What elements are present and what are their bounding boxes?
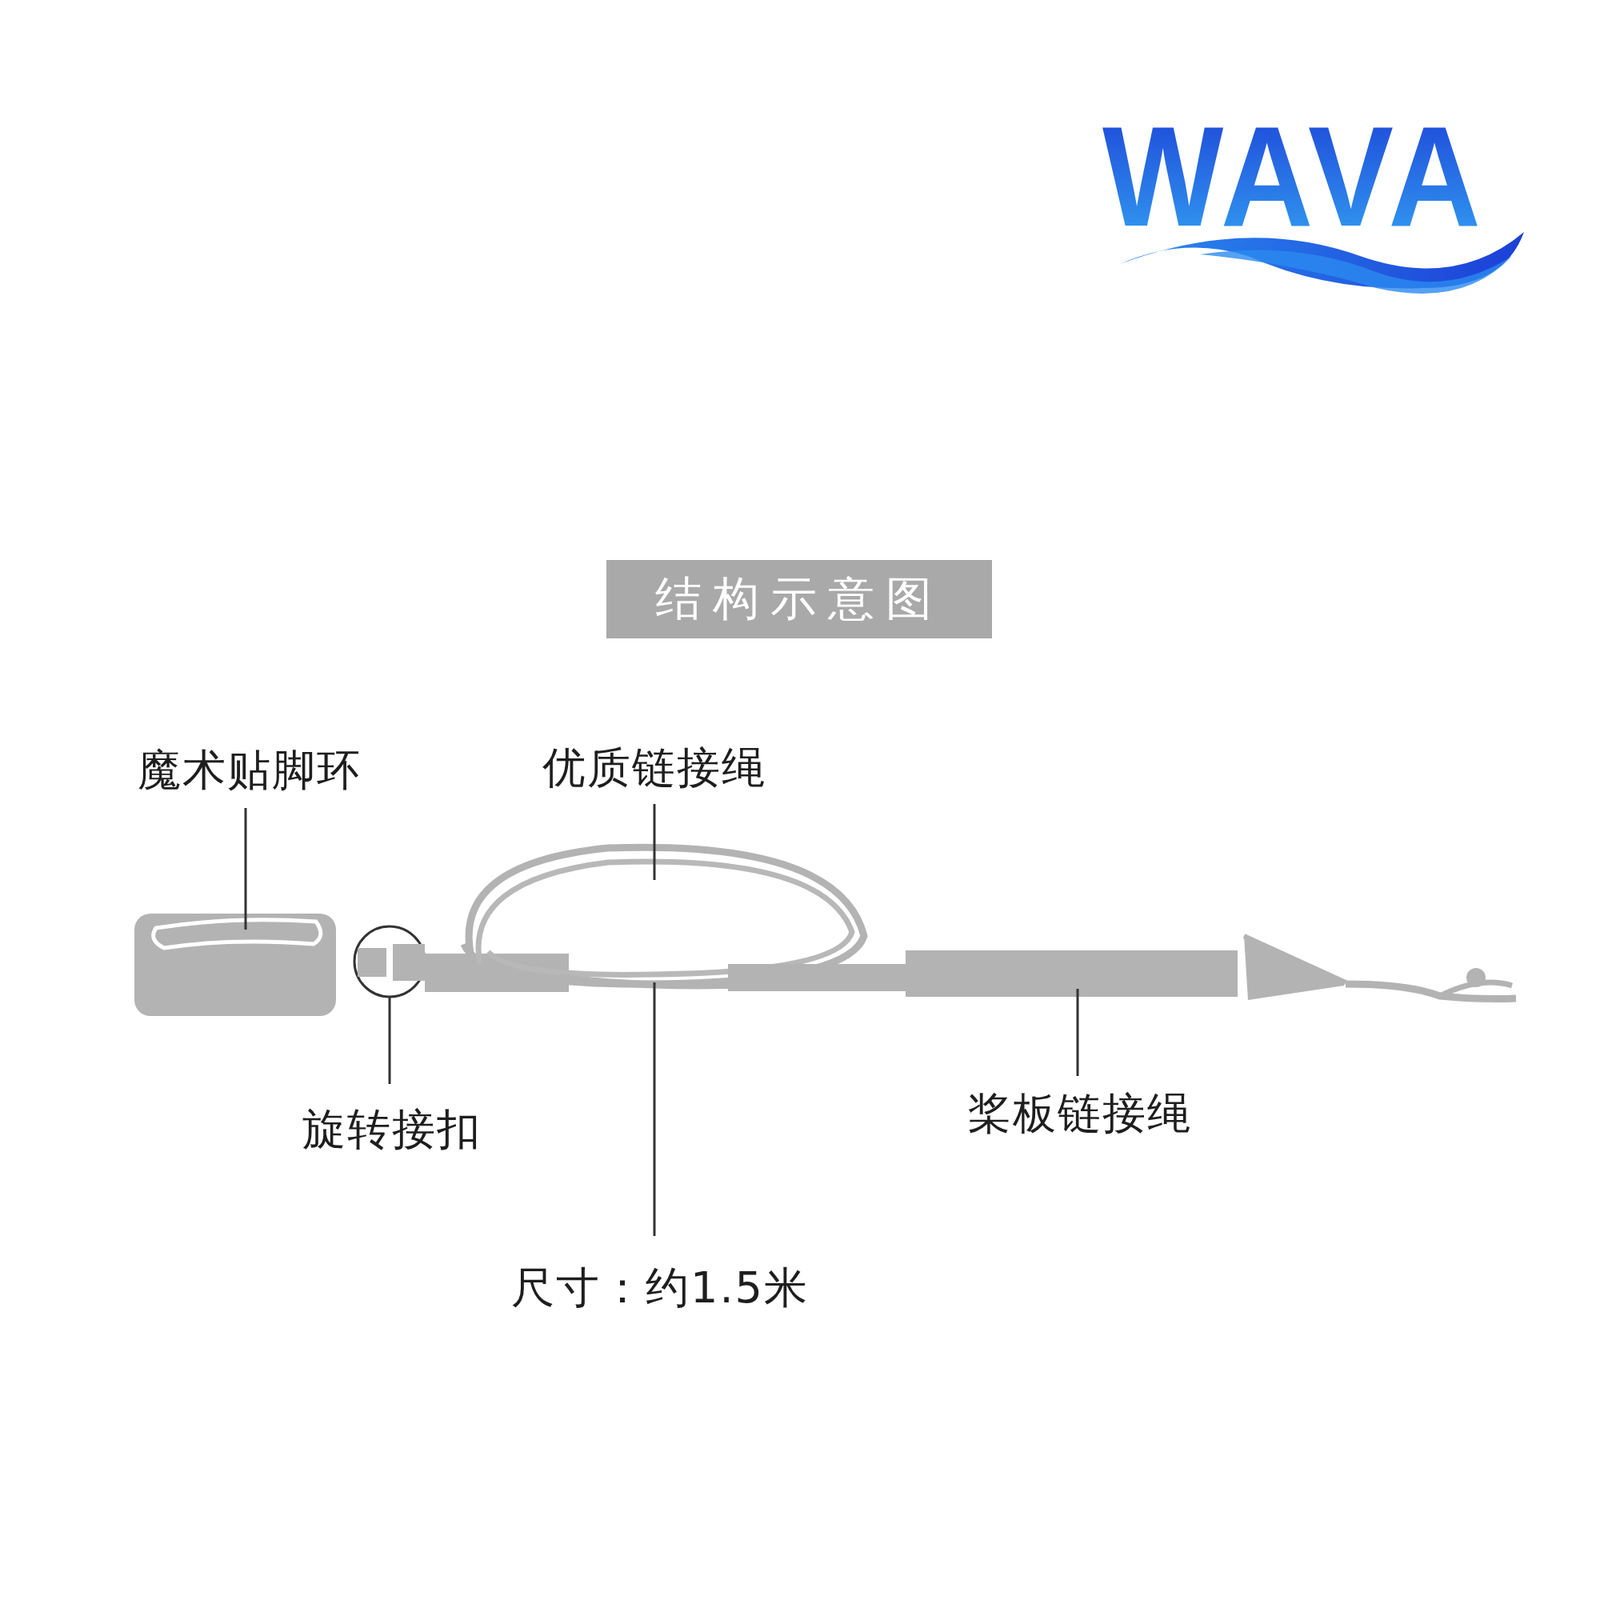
- part-label: 优质链接绳: [542, 739, 767, 798]
- title-band: 结构示意图: [606, 560, 992, 639]
- diagram-title: 结构示意图: [655, 568, 944, 631]
- part-label: 魔术贴脚环: [137, 741, 362, 800]
- brand-logo: WAVA: [1102, 94, 1485, 259]
- part-label: 桨板链接绳: [968, 1084, 1192, 1144]
- part-label: 旋转接扣: [302, 1100, 482, 1160]
- dimension-label: 尺寸：约1.5米: [511, 1259, 809, 1318]
